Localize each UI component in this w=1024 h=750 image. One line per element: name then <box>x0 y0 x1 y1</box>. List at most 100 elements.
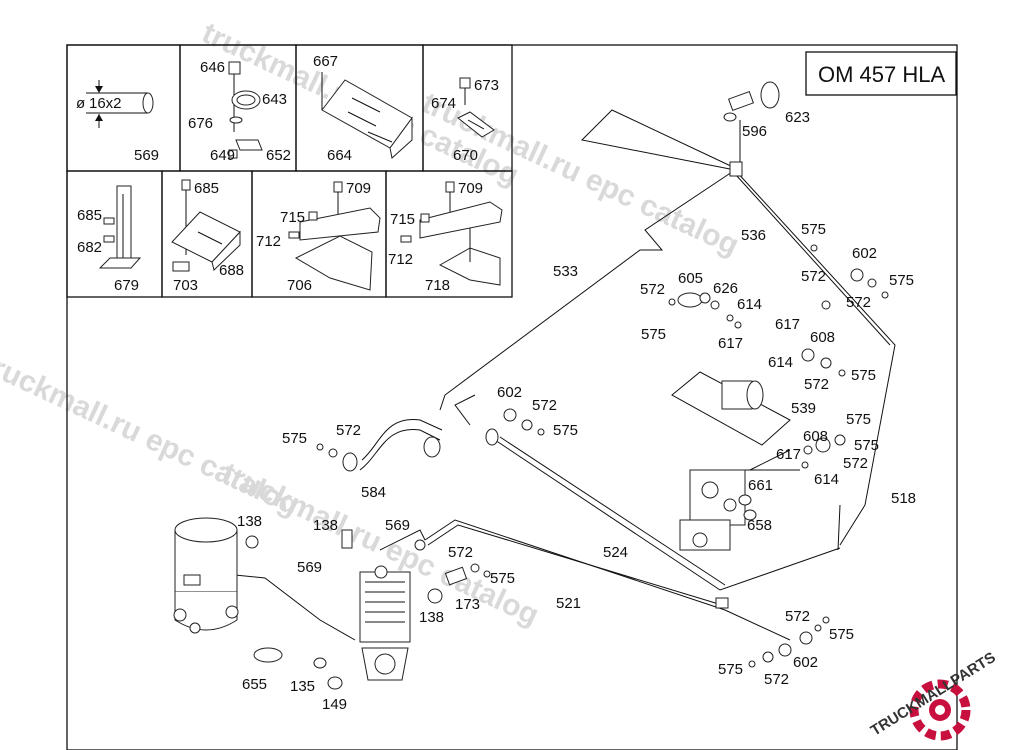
label-608-a: 608 <box>810 329 835 346</box>
watermark-2: truckmall.ru epc catalog <box>417 86 744 262</box>
truckmallparts-logo: TRUCKMALLPARTS <box>868 649 999 741</box>
label-572-g: 572 <box>843 455 868 472</box>
label-575-e: 575 <box>846 411 871 428</box>
inset-part-706: 709 715 712 706 <box>256 180 381 294</box>
inset-bracket-664: 667 664 <box>313 53 413 164</box>
logo-text: TRUCKMALLPARTS <box>868 649 999 740</box>
label-584: 584 <box>361 484 386 501</box>
label-658: 658 <box>747 517 772 534</box>
label-706: 706 <box>287 277 312 294</box>
label-670: 670 <box>453 147 478 164</box>
label-664: 664 <box>327 147 352 164</box>
label-703: 703 <box>173 277 198 294</box>
label-575-k: 575 <box>718 661 743 678</box>
model-header: OM 457 HLA <box>805 51 957 96</box>
label-569-b: 569 <box>297 559 322 576</box>
label-539: 539 <box>791 400 816 417</box>
label-575-j: 575 <box>829 626 854 643</box>
inset-part-688: 685 703 688 <box>171 179 244 294</box>
label-173: 173 <box>455 596 480 613</box>
label-649: 649 <box>210 147 235 164</box>
label-676: 676 <box>188 115 213 132</box>
label-575-h: 575 <box>854 437 879 454</box>
label-575-b: 575 <box>889 272 914 289</box>
part-labels: 623 596 536 533 575 602 572 575 572 575 … <box>237 109 916 713</box>
label-709-a: 709 <box>346 180 371 197</box>
label-521: 521 <box>556 595 581 612</box>
label-617-a: 617 <box>775 316 800 333</box>
label-524: 524 <box>603 544 628 561</box>
diameter-symbol: ø <box>76 95 85 112</box>
label-614-a: 614 <box>737 296 762 313</box>
label-572-e: 572 <box>532 397 557 414</box>
inset-part-718: 709 715 712 718 <box>388 180 503 294</box>
label-712-b: 712 <box>388 251 413 268</box>
label-718: 718 <box>425 277 450 294</box>
label-614-c: 614 <box>814 471 839 488</box>
label-569-a: 569 <box>385 517 410 534</box>
label-572-d: 572 <box>804 376 829 393</box>
inset-row-2 <box>66 170 513 298</box>
model-code: OM 457 HLA <box>818 62 945 87</box>
label-575-f: 575 <box>553 422 578 439</box>
label-688: 688 <box>219 262 244 279</box>
label-596: 596 <box>742 123 767 140</box>
label-602-c: 602 <box>793 654 818 671</box>
compressor-valve <box>359 565 411 681</box>
label-626: 626 <box>713 280 738 297</box>
inset-part-670: 673 674 670 <box>431 77 499 164</box>
label-643: 643 <box>262 91 287 108</box>
label-536: 536 <box>741 227 766 244</box>
label-602-b: 602 <box>497 384 522 401</box>
label-617-c: 617 <box>776 446 801 463</box>
label-685-b: 685 <box>194 180 219 197</box>
label-575-i: 575 <box>490 570 515 587</box>
label-623: 623 <box>785 109 810 126</box>
label-661: 661 <box>748 477 773 494</box>
air-dryer <box>173 517 239 634</box>
label-617-b: 617 <box>718 335 743 352</box>
label-572-b: 572 <box>846 294 871 311</box>
label-135: 135 <box>290 678 315 695</box>
label-605: 605 <box>678 270 703 287</box>
label-138-c: 138 <box>419 609 444 626</box>
label-679: 679 <box>114 277 139 294</box>
label-572-i: 572 <box>785 608 810 625</box>
label-685-a: 685 <box>77 207 102 224</box>
label-674: 674 <box>431 95 456 112</box>
label-575-d: 575 <box>851 367 876 384</box>
label-682: 682 <box>77 239 102 256</box>
label-667: 667 <box>313 53 338 70</box>
inset-part-679: 685 682 679 <box>77 185 142 294</box>
label-572-h: 572 <box>448 544 473 561</box>
label-149: 149 <box>322 696 347 713</box>
label-572-f: 572 <box>336 422 361 439</box>
label-608-b: 608 <box>803 428 828 445</box>
label-572-j: 572 <box>764 671 789 688</box>
label-533: 533 <box>553 263 578 280</box>
label-673: 673 <box>474 77 499 94</box>
label-575-c: 575 <box>641 326 666 343</box>
inset-clamp-646: 646 643 676 649 652 <box>188 59 291 164</box>
label-575-g: 575 <box>282 430 307 447</box>
label-518: 518 <box>891 490 916 507</box>
pipe-network <box>234 109 896 641</box>
label-712-a: 712 <box>256 233 281 250</box>
label-715-b: 715 <box>390 211 415 228</box>
label-569-inset: 569 <box>134 147 159 164</box>
label-575-a: 575 <box>801 221 826 238</box>
pipe-dimension: 16x2 <box>89 95 122 112</box>
label-614-b: 614 <box>768 354 793 371</box>
label-715-a: 715 <box>280 209 305 226</box>
label-572-a: 572 <box>801 268 826 285</box>
fittings <box>245 81 889 690</box>
label-652: 652 <box>266 147 291 164</box>
label-138-a: 138 <box>237 513 262 530</box>
label-709-b: 709 <box>458 180 483 197</box>
label-572-c: 572 <box>640 281 665 298</box>
label-138-b: 138 <box>313 517 338 534</box>
label-602-a: 602 <box>852 245 877 262</box>
label-646: 646 <box>200 59 225 76</box>
label-655: 655 <box>242 676 267 693</box>
